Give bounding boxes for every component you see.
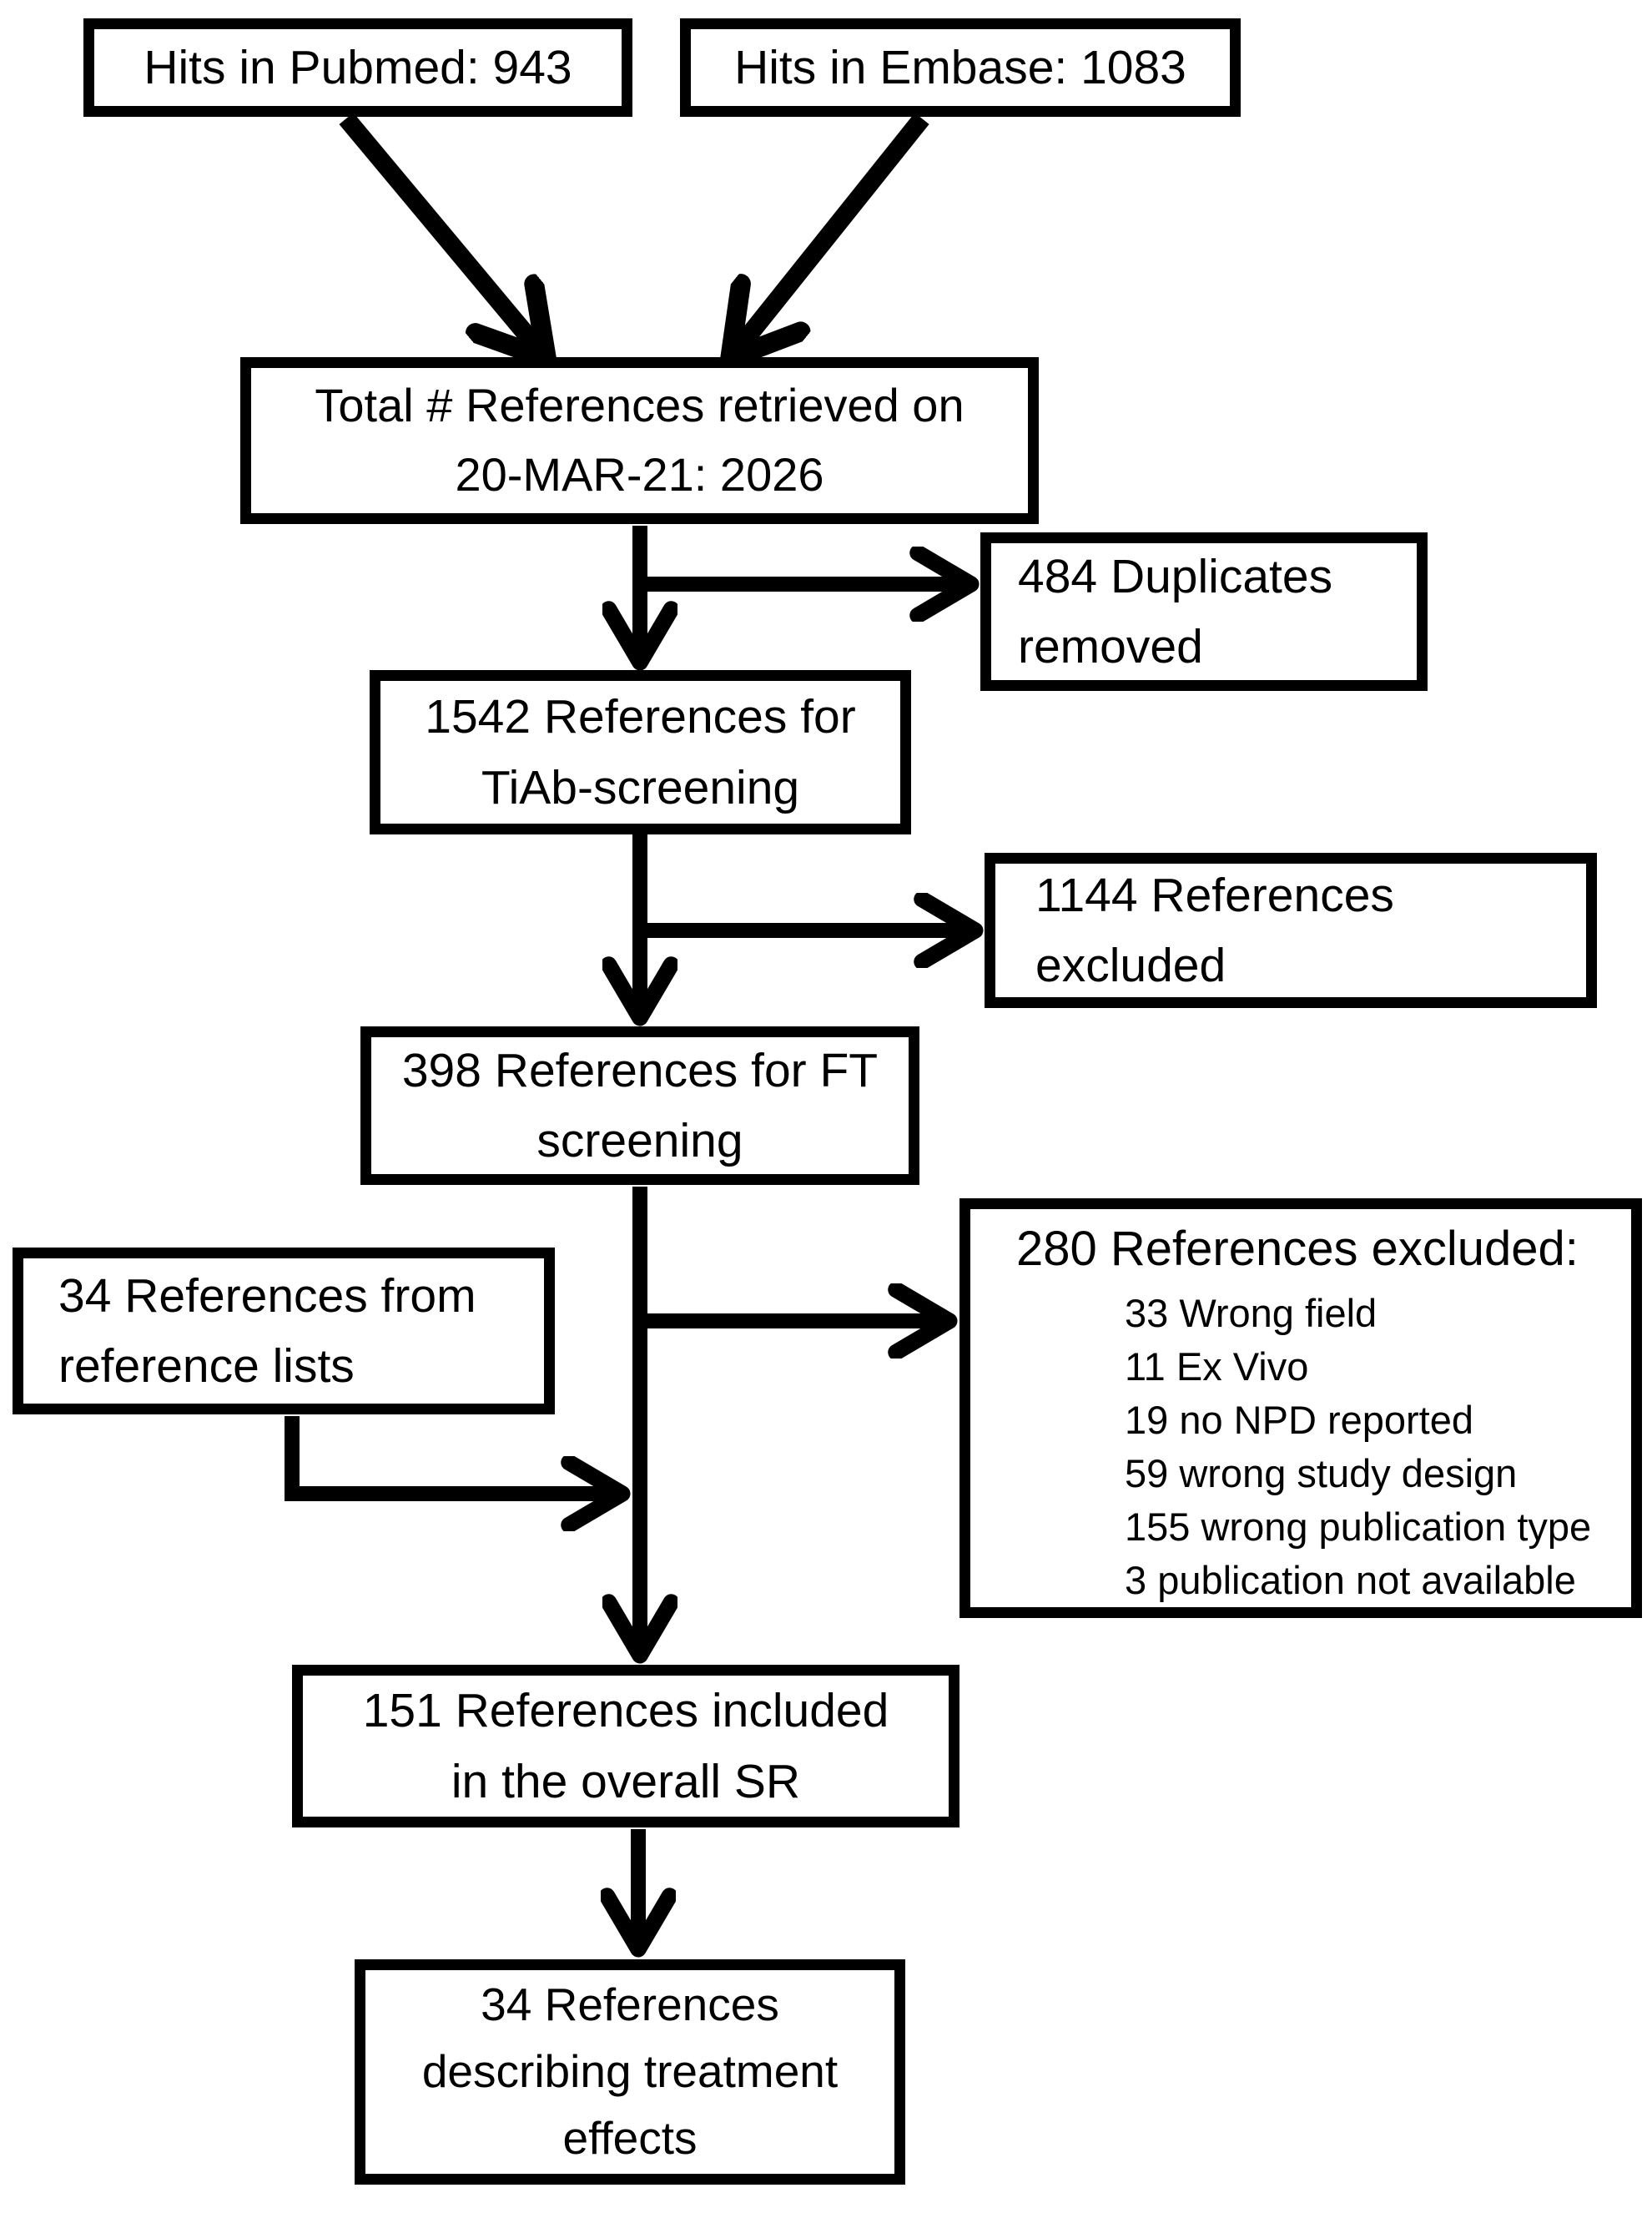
- excluded-reason-publication-type: 155 wrong publication type: [1125, 1505, 1592, 1550]
- box-hits-pubmed: Hits in Pubmed: 943: [83, 18, 632, 117]
- box-duplicates-removed-line2: removed: [1018, 620, 1203, 673]
- arrow-pubmed-to-total: [339, 112, 544, 355]
- excluded-reason-wrong-field: 33 Wrong field: [1125, 1291, 1378, 1336]
- box-duplicates-removed-line1: 484 Duplicates: [1018, 549, 1333, 603]
- box-reference-lists-line2: reference lists: [58, 1339, 355, 1393]
- box-ft-screening-line1: 398 References for FT: [401, 1043, 879, 1097]
- box-references-excluded-tiab: 1144 References excluded: [985, 853, 1597, 1008]
- box-total-references-line2: 20-MAR-21: 2026: [455, 448, 824, 501]
- excluded-reason-ex-vivo: 11 Ex Vivo: [1125, 1344, 1309, 1389]
- box-tiab-screening-line1: 1542 References for: [425, 690, 856, 744]
- box-included-overall-sr: 151 References included in the overall S…: [292, 1665, 959, 1827]
- box-reference-lists: 34 References from reference lists: [13, 1248, 555, 1414]
- box-references-excluded-tiab-line1: 1144 References: [1035, 868, 1394, 922]
- box-hits-embase-label: Hits in Embase: 1083: [734, 40, 1186, 94]
- box-total-references: Total # References retrieved on 20-MAR-2…: [240, 357, 1039, 524]
- arrow-embase-to-total: [733, 113, 929, 355]
- arrow-reflists-to-flow: [285, 1416, 619, 1494]
- box-ft-screening-line2: screening: [536, 1114, 743, 1167]
- box-references-excluded-ft-title: 280 References excluded:: [1016, 1222, 1579, 1276]
- box-treatment-effects-line1: 34 References: [481, 1979, 779, 2031]
- box-references-excluded-ft: 280 References excluded: 33 Wrong field …: [959, 1198, 1642, 1618]
- box-treatment-effects-line2: describing treatment: [421, 2045, 839, 2098]
- box-included-overall-sr-line1: 151 References included: [362, 1684, 889, 1738]
- excluded-reason-study-design: 59 wrong study design: [1125, 1451, 1518, 1496]
- excluded-reason-no-npd: 19 no NPD reported: [1125, 1398, 1474, 1443]
- box-treatment-effects-line3: effects: [562, 2111, 698, 2164]
- box-references-excluded-tiab-line2: excluded: [1035, 939, 1226, 992]
- box-ft-screening: 398 References for FT screening: [360, 1026, 919, 1185]
- box-reference-lists-line1: 34 References from: [58, 1268, 476, 1323]
- box-total-references-line1: Total # References retrieved on: [315, 379, 965, 432]
- box-included-overall-sr-line2: in the overall SR: [451, 1754, 801, 1808]
- box-duplicates-removed: 484 Duplicates removed: [980, 532, 1428, 691]
- excluded-reason-not-available: 3 publication not available: [1125, 1557, 1576, 1602]
- box-hits-pubmed-label: Hits in Pubmed: 943: [144, 40, 572, 94]
- box-treatment-effects: 34 References describing treatment effec…: [355, 1959, 905, 2185]
- box-tiab-screening-line2: TiAb-screening: [481, 760, 800, 814]
- box-hits-embase: Hits in Embase: 1083: [680, 18, 1241, 117]
- box-tiab-screening: 1542 References for TiAb-screening: [370, 670, 911, 834]
